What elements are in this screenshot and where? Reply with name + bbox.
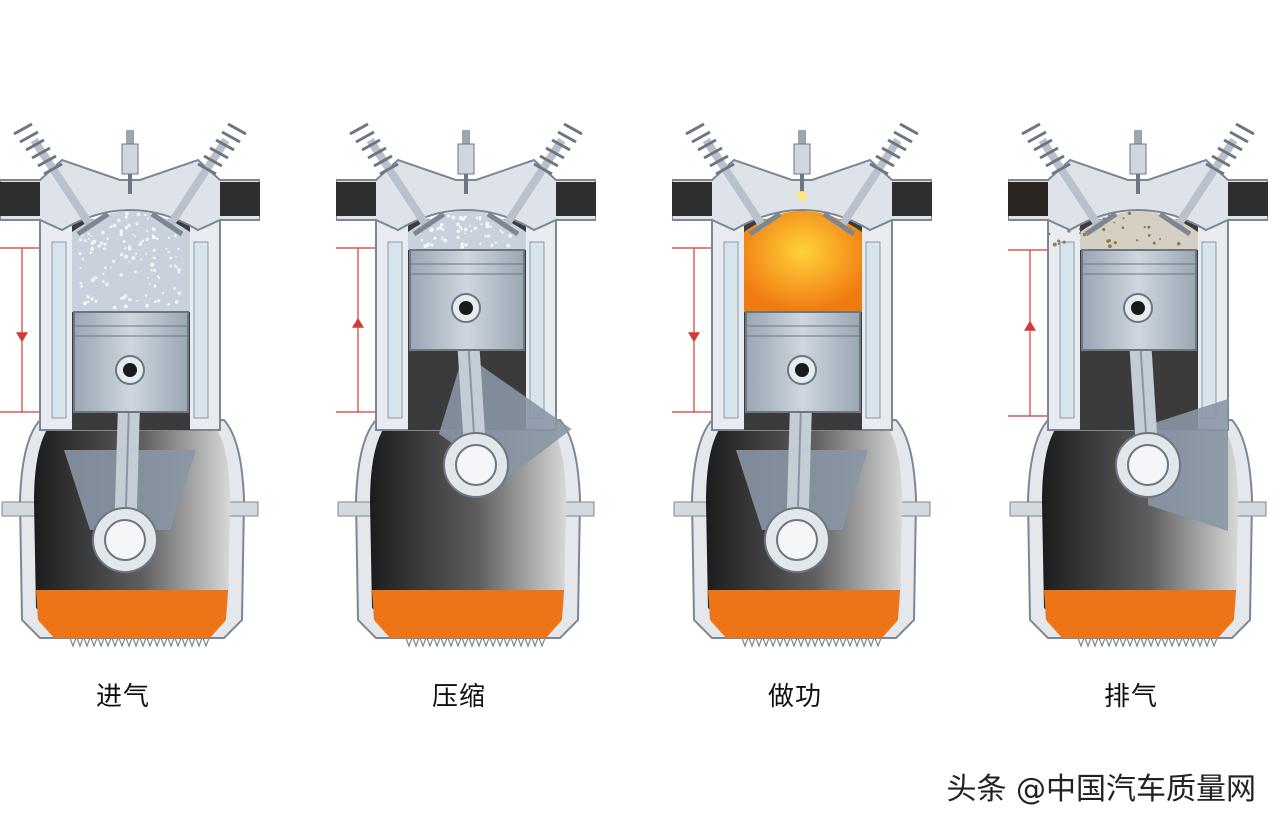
spark-plug-icon — [793, 130, 811, 201]
flange-left — [1, 501, 39, 517]
exhaust-valve — [822, 122, 919, 237]
piston-pin — [123, 363, 137, 377]
coolant-jacket-right — [865, 241, 881, 419]
piston-pin — [459, 301, 473, 315]
piston-pin — [1131, 301, 1145, 315]
coolant-jacket-right — [529, 241, 545, 419]
arrow-up-icon — [1024, 320, 1036, 331]
spark-plug-icon — [457, 130, 475, 194]
arrow-down-icon — [688, 332, 700, 343]
caption-intake: 进气 — [95, 682, 150, 712]
intake-spring-icon — [1021, 122, 1071, 176]
exhaust-port — [1228, 182, 1268, 216]
intake-port — [336, 182, 376, 216]
piston — [73, 311, 189, 413]
intake-port — [1008, 182, 1048, 216]
exhaust-port — [556, 182, 596, 216]
flange-left — [1009, 501, 1047, 517]
exhaust-port — [892, 182, 932, 216]
flange-left — [337, 501, 375, 517]
exhaust-spring-icon — [869, 122, 919, 176]
piston — [409, 249, 525, 351]
intake-port — [0, 182, 40, 216]
combustion-chamber — [744, 211, 862, 312]
intake-valve — [13, 122, 110, 237]
intake-port — [672, 182, 712, 216]
flange-left — [673, 501, 711, 517]
engine-svg — [0, 122, 260, 648]
spark-plug-icon — [1129, 130, 1147, 194]
exhaust-valve — [150, 122, 247, 237]
spark-plug-icon — [121, 130, 139, 194]
piston — [745, 311, 861, 413]
coolant-jacket-left — [723, 241, 739, 419]
exhaust-spring-icon — [1205, 122, 1255, 176]
oil-sump — [1044, 590, 1236, 638]
exhaust-spring-icon — [197, 122, 247, 176]
intake-valve — [1021, 122, 1118, 237]
oil-sump — [372, 590, 564, 638]
cylinder-head — [336, 158, 596, 232]
coolant-jacket-left — [51, 241, 67, 419]
engine-svg — [672, 122, 932, 648]
exhaust-valve — [486, 122, 583, 237]
crank-web — [1148, 399, 1228, 531]
watermark: 头条 @中国汽车质量网 — [946, 772, 1256, 807]
coolant-jacket-left — [387, 241, 403, 419]
caption-exhaust: 排气 — [1103, 682, 1158, 712]
intake-valve — [349, 122, 446, 237]
oil-sump — [708, 590, 900, 638]
cylinder-head — [0, 158, 260, 232]
engine-power-stroke — [672, 120, 932, 660]
coolant-jacket-left — [1059, 241, 1075, 419]
crankcase-interior — [370, 428, 566, 620]
oil-sump — [36, 590, 228, 638]
intake-spring-icon — [349, 122, 399, 176]
stroke-length-marker — [0, 247, 40, 413]
engine-intake-stroke — [0, 120, 260, 660]
arrow-down-icon — [16, 332, 28, 343]
piston-pin — [795, 363, 809, 377]
exhaust-port — [220, 182, 260, 216]
stroke-length-marker — [672, 247, 712, 413]
intake-spring-icon — [13, 122, 63, 176]
intake-spring-icon — [685, 122, 735, 176]
engine-svg — [1008, 122, 1268, 648]
exhaust-spring-icon — [533, 122, 583, 176]
combustion-chamber — [72, 211, 190, 312]
arrow-up-icon — [352, 317, 364, 328]
caption-power: 做功 — [767, 682, 822, 712]
cylinder-head — [1008, 158, 1268, 232]
stroke-length-marker — [1008, 249, 1048, 417]
engine-svg — [336, 122, 596, 648]
engine-exhaust-stroke — [1008, 120, 1268, 660]
engine-compression-stroke — [336, 120, 596, 660]
coolant-jacket-right — [1201, 241, 1217, 419]
stroke-length-marker — [336, 247, 376, 413]
coolant-jacket-right — [193, 241, 209, 419]
caption-compression: 压缩 — [431, 682, 486, 712]
intake-valve — [685, 122, 782, 237]
exhaust-valve — [1158, 122, 1255, 237]
piston — [1081, 249, 1197, 351]
